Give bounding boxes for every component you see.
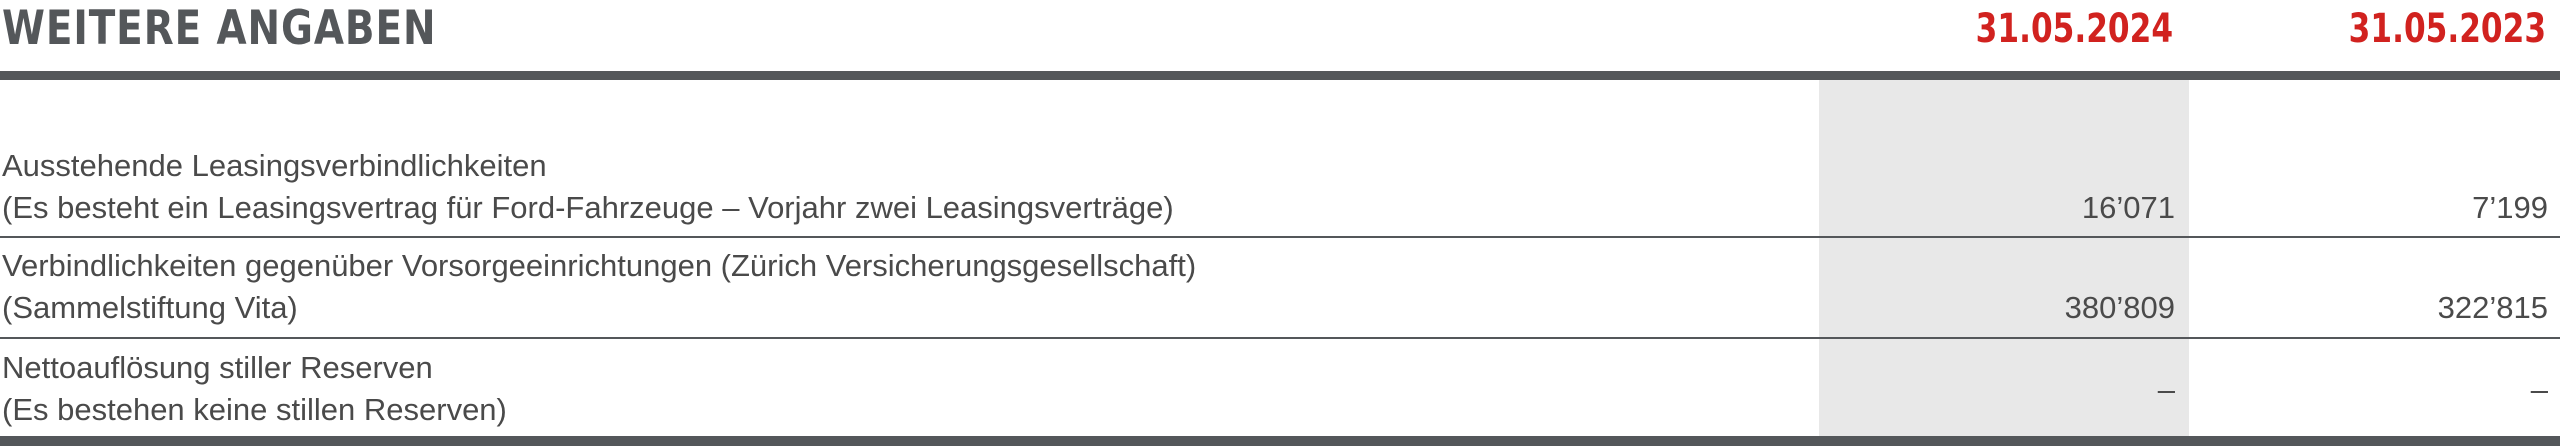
row-value-previous: – [2530, 372, 2548, 407]
row-sublabel: (Sammelstiftung Vita) [2, 290, 298, 325]
row-sublabel: (Es besteht ein Leasingsvertrag für Ford… [2, 190, 1174, 225]
row-value-current: 16’071 [2081, 190, 2175, 225]
table-header: WEITERE ANGABEN 31.05.2024 31.05.2023 [0, 0, 2560, 72]
column-header-current-year: 31.05.2024 [1975, 6, 2173, 52]
row-label: Nettoauflösung stiller Reserven [2, 350, 433, 385]
column-header-previous-year: 31.05.2023 [2348, 6, 2546, 52]
row-value-previous: 7’199 [2472, 190, 2548, 225]
row-value-previous: 322’815 [2437, 290, 2548, 325]
footer-rule [0, 436, 2560, 446]
row-label: Verbindlichkeiten gegenüber Vorsorgeeinr… [2, 248, 1197, 283]
header-rule [0, 71, 2560, 80]
row-sublabel: (Es bestehen keine stillen Reserven) [2, 392, 507, 427]
row-value-current: 380’809 [2064, 290, 2175, 325]
row-value-current: – [2157, 372, 2175, 407]
row-divider [0, 337, 2560, 339]
current-year-column-shading [1819, 80, 2189, 436]
section-title: WEITERE ANGABEN [2, 1, 437, 56]
row-divider [0, 236, 2560, 238]
row-label: Ausstehende Leasingsverbindlichkeiten [2, 148, 547, 183]
